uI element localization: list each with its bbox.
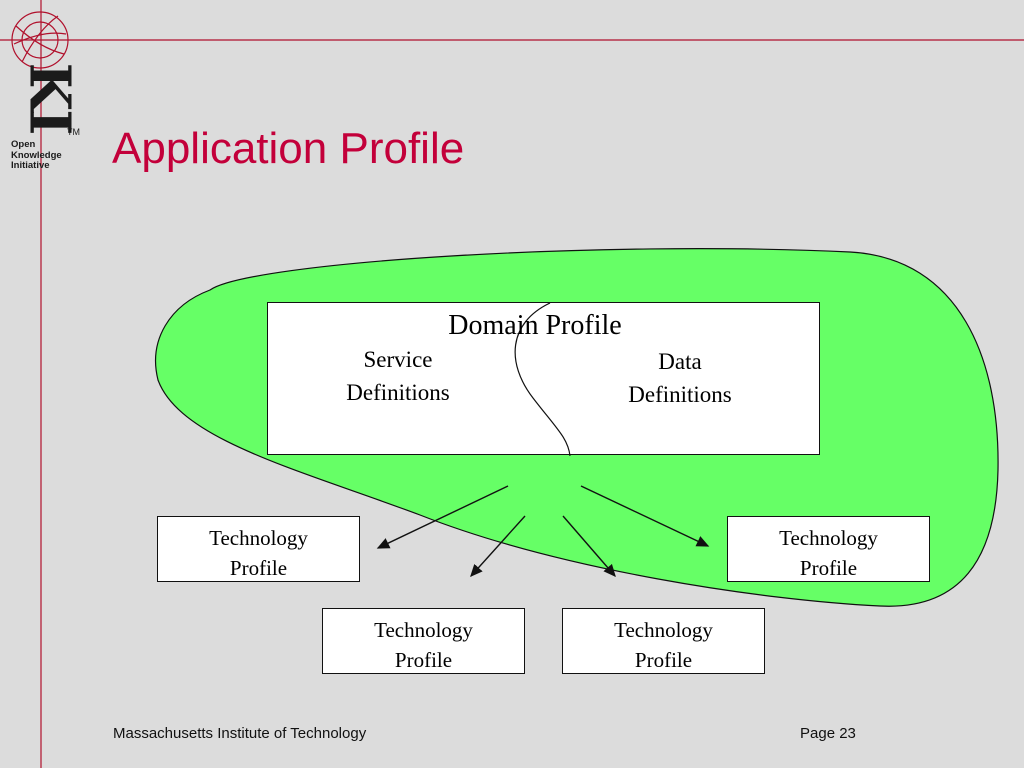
arrow-to-tech-profile-right [580,485,710,547]
logo-trademark: TM [67,127,80,137]
technology-profile-label: Technology Profile [209,526,308,580]
technology-profile-box [727,516,930,582]
logo-mark: KI [16,62,83,134]
arrow-to-tech-profile-bottom-left [470,515,526,578]
footer-institution: Massachusetts Institute of Technology [113,725,367,742]
technology-profile-box [322,608,525,674]
technology-profile-label: Technology Profile [614,618,713,672]
technology-profile-label: Technology Profile [374,618,473,672]
domain-divider-curve [514,303,571,456]
logo-globe-icon [11,11,69,69]
domain-profile-box [267,302,820,456]
page-title: Application Profile [112,124,465,173]
technology-profile-box [562,608,765,674]
logo-name: Open Knowledge Initiative [11,139,62,171]
domain-profile-title: Domain Profile [448,310,622,341]
arrow-to-tech-profile-bottom-right [562,515,616,578]
footer-page-number: Page 23 [800,725,856,742]
data-definitions-label: Data Definitions [628,349,732,407]
technology-profile-label: Technology Profile [779,526,878,580]
service-definitions-label: Service Definitions [346,347,450,405]
arrow-to-tech-profile-left [376,485,509,549]
technology-profile-box [157,516,360,582]
